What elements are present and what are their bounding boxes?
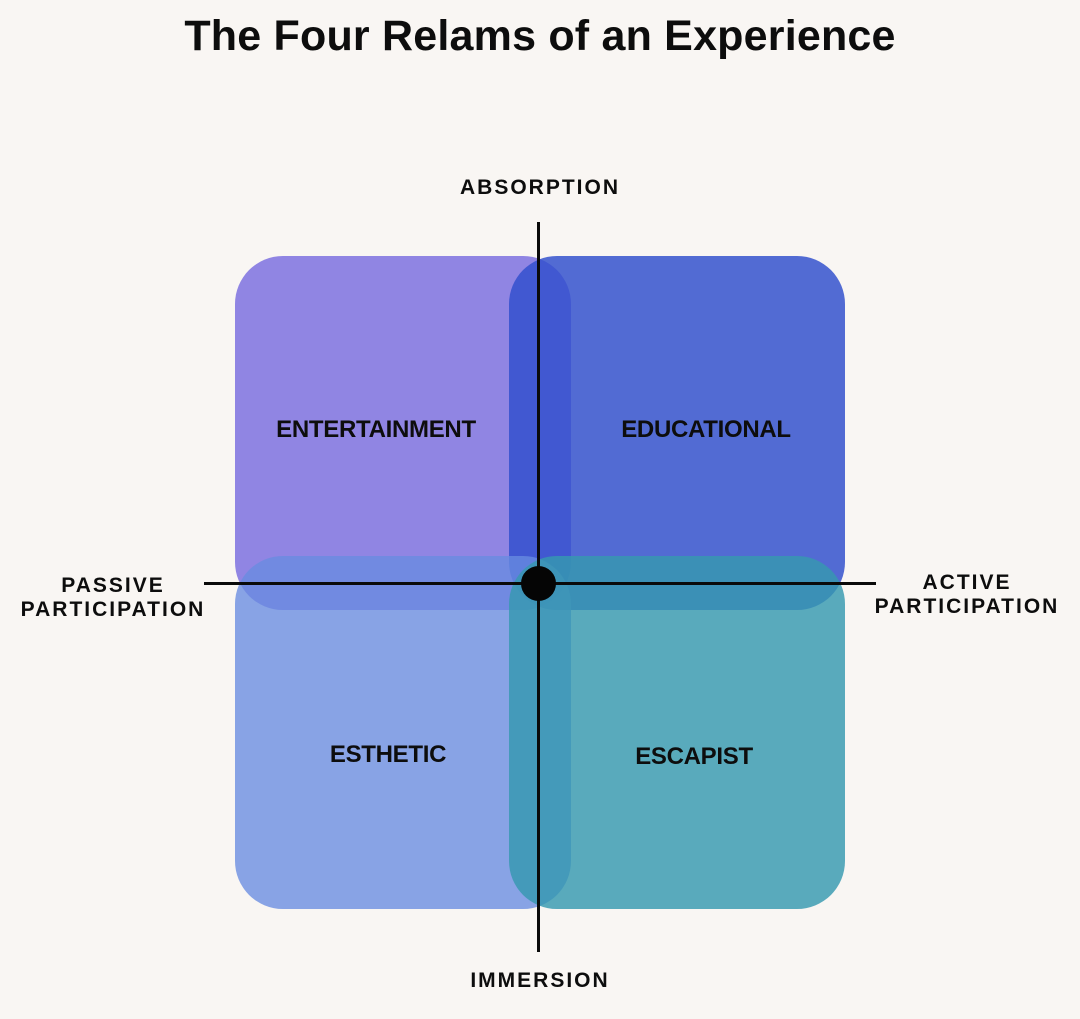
quadrant-label-esthetic: ESTHETIC bbox=[329, 741, 447, 768]
axis-label-passive-line2: PARTICIPATION bbox=[20, 598, 206, 621]
quadrant-box-educational bbox=[509, 256, 845, 610]
quadrant-box-escapist bbox=[509, 556, 845, 909]
axis-label-immersion: IMMERSION bbox=[470, 969, 610, 992]
origin-dot bbox=[521, 566, 556, 601]
axis-label-active-participation: ACTIVE PARTICIPATION bbox=[875, 571, 1060, 619]
quadrant-label-educational: EDUCATIONAL bbox=[621, 416, 791, 443]
axis-label-passive-participation: PASSIVE PARTICIPATION bbox=[21, 574, 206, 622]
axis-label-active-line1: ACTIVE bbox=[922, 571, 1012, 594]
axis-label-absorption: ABSORPTION bbox=[459, 176, 621, 199]
diagram-title: The Four Relams of an Experience bbox=[184, 12, 896, 60]
quadrant-label-entertainment: ENTERTAINMENT bbox=[276, 416, 476, 443]
axis-label-active-line2: PARTICIPATION bbox=[874, 595, 1060, 618]
axis-label-passive-line1: PASSIVE bbox=[61, 574, 165, 597]
quadrant-label-escapist: ESCAPIST bbox=[635, 743, 753, 770]
